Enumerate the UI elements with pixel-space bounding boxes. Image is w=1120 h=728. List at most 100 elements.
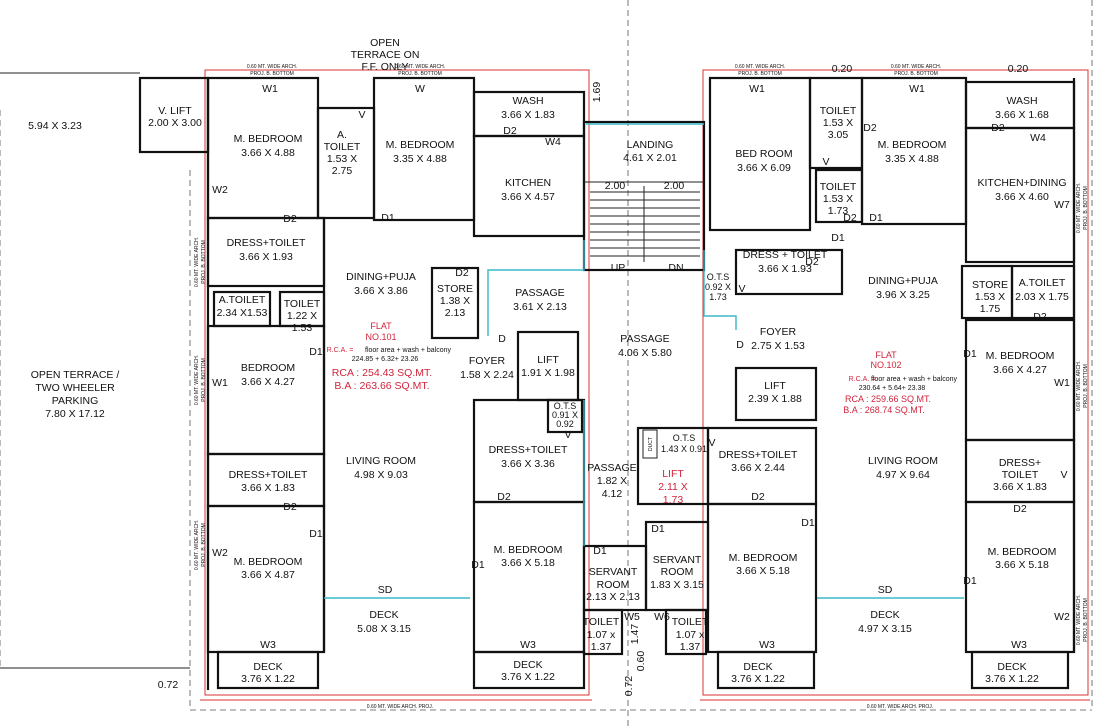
room-name: PASSAGE — [587, 462, 636, 474]
window-label: W3 — [759, 639, 775, 651]
room-name: SERVANT — [653, 554, 702, 566]
built-area: B.A : 263.66 SQ.MT. — [334, 380, 429, 392]
door-label: D2 — [1033, 311, 1047, 323]
room-name: LIVING ROOM — [346, 455, 416, 467]
room-name: O.T.S — [554, 401, 577, 411]
window-label: W1 — [749, 83, 765, 95]
room-size: 0.91 X — [552, 410, 578, 420]
room-size: 3.66 X 1.83 — [993, 481, 1047, 493]
room-name: M. BEDROOM — [986, 350, 1055, 362]
rca-formula: floor area + wash + balcony — [365, 347, 451, 354]
room-name: STORE — [972, 279, 1008, 291]
arch-notes: 0.60 MT. WIDE ARCH. PROJ. B. BOTTOM 0.60… — [194, 64, 1089, 710]
room-name: A.TOILET — [1019, 277, 1066, 289]
flat-102-info: FLAT NO.102 R.C.A. = floor area + wash +… — [843, 350, 957, 415]
room-size: 3.76 X 1.22 — [241, 673, 295, 685]
rca-total: RCA : 254.43 SQ.MT. — [332, 367, 432, 379]
room-name: LANDING — [627, 139, 674, 151]
sliding-door-label: SD — [878, 584, 893, 596]
room-size: 1.75 — [980, 303, 1001, 315]
door-label: D — [498, 333, 506, 345]
room-size: 1.73 — [663, 494, 684, 506]
room-name: ROOM — [661, 566, 694, 578]
room-name: DECK — [743, 661, 772, 673]
room-name: DINING+PUJA — [868, 275, 938, 287]
room-size: 3.66 X 1.68 — [995, 109, 1049, 121]
room-size: 3.66 X 1.93 — [758, 263, 812, 275]
room-size: 3.66 X 6.09 — [737, 162, 791, 174]
room-name: M. BEDROOM — [234, 556, 303, 568]
room-name: DECK — [253, 661, 282, 673]
door-label: D2 — [283, 213, 297, 225]
rca-formula: floor area + wash + balcony — [871, 376, 957, 383]
flat-title: FLAT — [370, 321, 392, 331]
rca-label: R.C.A. = — [849, 376, 876, 383]
staircase — [590, 186, 700, 262]
arch-note: 0.60 MT. WIDE ARCH. — [194, 237, 200, 287]
room-size: 3.76 X 1.22 — [985, 673, 1039, 685]
open-terrace-note-2: TERRACE ON — [351, 49, 420, 61]
room-name: O.T.S — [707, 272, 730, 282]
room-size: 1.53 X — [327, 153, 357, 165]
room-size: 2.13 X 2.13 — [586, 591, 640, 603]
window-label: W1 — [909, 83, 925, 95]
room-name: TOILET — [820, 105, 857, 117]
room-size: 3.66 X 1.83 — [241, 482, 295, 494]
room-name: TOILET — [820, 181, 857, 193]
room-name: FOYER — [469, 355, 506, 367]
room-name: PASSAGE — [515, 287, 564, 299]
room-size: 3.66 X 4.27 — [993, 364, 1047, 376]
dim-2-00: 2.00 — [664, 180, 685, 192]
arch-note: PROJ. B. BOTTOM — [1083, 598, 1089, 642]
door-label: D1 — [831, 232, 845, 244]
room-size: 2.39 X 1.88 — [748, 393, 802, 405]
room-name: DECK — [870, 609, 899, 621]
room-name: WASH — [1006, 95, 1037, 107]
window-label: W3 — [1011, 639, 1027, 651]
room-size: 3.66 X 4.27 — [241, 376, 295, 388]
room-size: 1.83 X 3.15 — [650, 579, 704, 591]
room-name: DECK — [369, 609, 398, 621]
room-size: 3.66 X 4.60 — [995, 191, 1049, 203]
flat-number: NO.102 — [870, 360, 901, 370]
parking-size: 7.80 X 17.12 — [45, 408, 105, 420]
room-size: 1.53 X — [823, 117, 853, 129]
room-size: 4.98 X 9.03 — [354, 469, 408, 481]
room-size: 3.61 X 2.13 — [513, 301, 567, 313]
dim-2-00: 2.00 — [605, 180, 626, 192]
room-name: STORE — [437, 283, 473, 295]
arch-note: 0.60 MT. WIDE ARCH. — [194, 520, 200, 570]
door-label: D2 — [805, 256, 819, 268]
room-name: LIFT — [662, 468, 684, 480]
room-name: TOILET — [324, 141, 361, 153]
room-labels: 5.94 X 3.23 V. LIFT 2.00 X 3.00 OPEN TER… — [28, 37, 1069, 685]
room-name: M. BEDROOM — [494, 544, 563, 556]
room-name: KITCHEN+DINING — [978, 177, 1067, 189]
room-name: TOILET — [583, 616, 620, 628]
room-name: DRESS+ — [999, 457, 1041, 469]
door-label: D1 — [651, 523, 665, 535]
arch-note: PROJ. B. BOTTOM — [398, 71, 442, 77]
vlift-label: V. LIFT — [158, 105, 192, 117]
room-size: 0.92 — [556, 419, 574, 429]
room-name: O.T.S — [673, 433, 696, 443]
door-label: D1 — [593, 545, 607, 557]
open-terrace-note-3: F.F. ONLY — [361, 61, 408, 73]
room-size: 4.97 X 3.15 — [858, 623, 912, 635]
arch-note: 0.60 MT. WIDE ARCH. — [1076, 183, 1082, 233]
arch-note: 0.60 MT. WIDE ARCH. — [735, 64, 785, 70]
room-size: 5.08 X 3.15 — [357, 623, 411, 635]
rca-sum: 224.85 + 6.32+ 23.26 — [352, 356, 419, 363]
window-label: W4 — [1030, 132, 1046, 144]
room-size: 2.75 — [332, 165, 353, 177]
terrace-size: 5.94 X 3.23 — [28, 120, 82, 132]
room-size: 3.05 — [828, 129, 849, 141]
flat-number: NO.101 — [365, 332, 396, 342]
built-area: B.A : 268.74 SQ.MT. — [843, 405, 925, 415]
room-size: 1.38 X — [440, 295, 470, 307]
room-name: LIVING ROOM — [868, 455, 938, 467]
walls-flat-102 — [706, 76, 1076, 690]
room-size: 2.34 X1.53 — [217, 307, 268, 319]
flat-title: FLAT — [875, 350, 897, 360]
dim-0-72: 0.72 — [158, 679, 179, 691]
